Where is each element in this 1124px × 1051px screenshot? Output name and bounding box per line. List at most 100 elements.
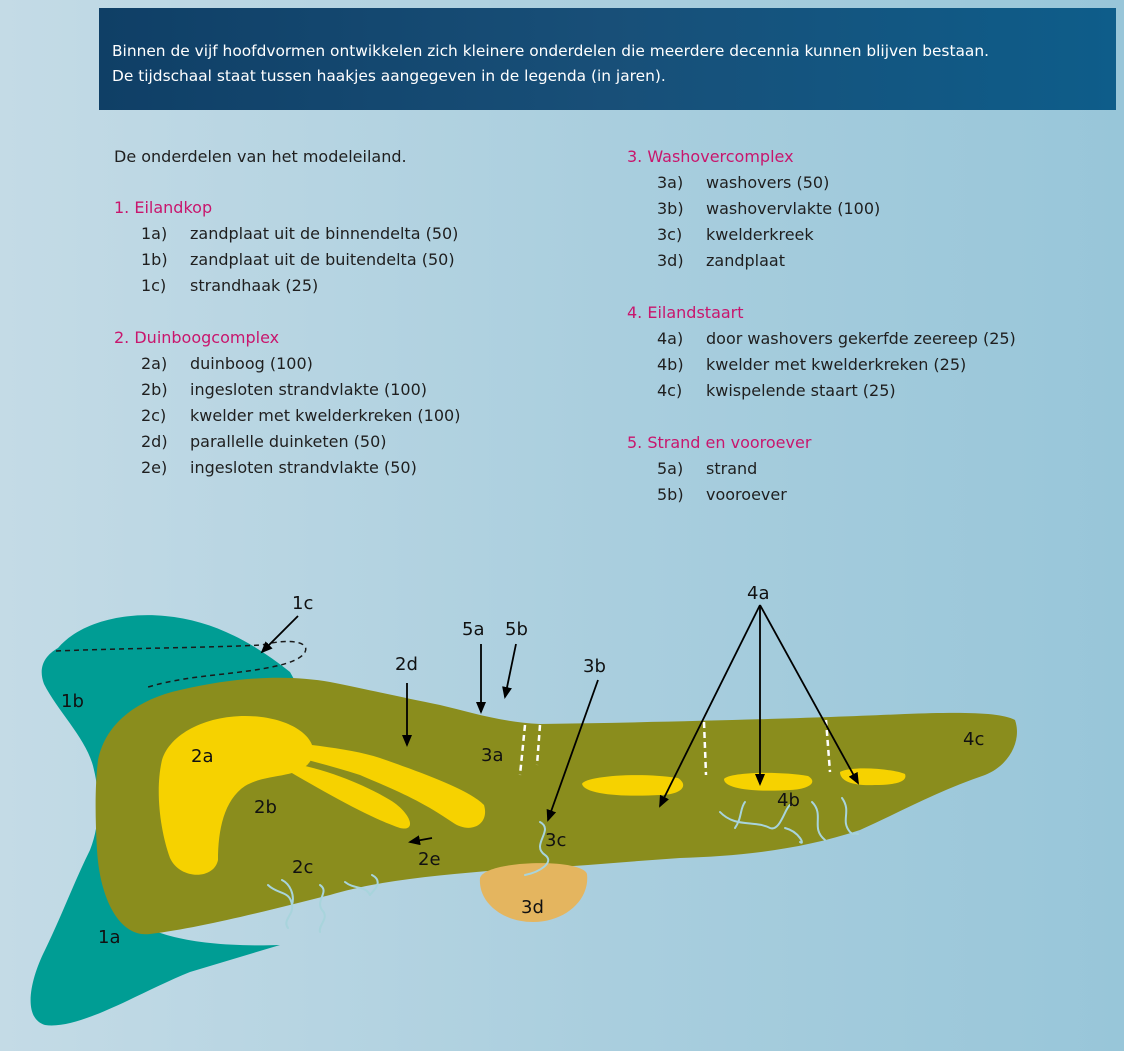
- intro-line-1: Binnen de vijf hoofdvormen ontwikkelen z…: [112, 42, 989, 60]
- legend-item-5b: 5b) vooroever: [627, 482, 1016, 508]
- creek-4b: [841, 797, 859, 835]
- island-body: [95, 677, 1017, 935]
- arrow-1c: [260, 615, 299, 654]
- legend-item-2b: 2b) ingesloten strandvlakte (100): [114, 377, 460, 403]
- legend-item-4b: 4b)kwelder met kwelderkreken (25): [627, 352, 1016, 378]
- legend-item-3b: 3b)washovervlakte (100): [627, 196, 1016, 222]
- legend-item-3c: 3c) kwelderkreek: [627, 222, 1016, 248]
- legend-item-4a: 4a) door washovers gekerfde zeereep (25): [627, 326, 1016, 352]
- legend-label: parallelle duinketen (50): [190, 432, 387, 451]
- arrow-4a-right: [759, 604, 859, 785]
- legend-group-eilandstaart: 4. Eilandstaart 4a) door washovers gekerf…: [627, 300, 1016, 404]
- legend-item-1a: 1a) zandplaat uit de binnendelta (50): [114, 221, 460, 247]
- sandbank-1a-1b: [30, 615, 301, 1026]
- legend-code: 3b): [657, 199, 684, 218]
- legend-group-washovercomplex: 3. Washovercomplex 3a)washovers (50) 3b)…: [627, 144, 1016, 274]
- label-2c: 2c: [292, 857, 313, 878]
- legend-item-1b: 1b)zandplaat uit de buitendelta (50): [114, 247, 460, 273]
- legend-item-3d: 3d) zandplaat: [627, 248, 1016, 274]
- legend-label: ingesloten strandvlakte (50): [190, 458, 417, 477]
- label-5b: 5b: [505, 619, 528, 640]
- legend-intro: De onderdelen van het modeleiland.: [114, 147, 407, 166]
- label-1c: 1c: [292, 593, 313, 614]
- creek-4b: [719, 804, 791, 830]
- legend-label: kwispelende staart (25): [706, 381, 896, 400]
- legend-group-title: 4. Eilandstaart: [627, 303, 744, 322]
- legend-item-2d: 2d) parallelle duinketen (50): [114, 429, 460, 455]
- label-2b: 2b: [254, 797, 277, 818]
- arrow-5b: [502, 643, 517, 699]
- legend-item-4c: 4c) kwispelende staart (25): [627, 378, 1016, 404]
- label-4c: 4c: [963, 729, 984, 750]
- legend-code: 3c): [657, 225, 683, 244]
- legend-group-title: 1. Eilandkop: [114, 198, 213, 217]
- arrows: [260, 604, 859, 846]
- legend-code: 3d): [657, 251, 684, 270]
- creek-4b: [811, 801, 826, 841]
- legend-item-1c: 1c)strandhaak (25): [114, 273, 460, 299]
- label-3c: 3c: [545, 830, 566, 851]
- dune-ridge-2d: [232, 735, 486, 828]
- label-3d: 3d: [521, 897, 544, 918]
- legend-group-title: 2. Duinboogcomplex: [114, 328, 280, 347]
- label-2a: 2a: [191, 746, 213, 767]
- legend-code: 4c): [657, 381, 683, 400]
- legend-code: 2d): [141, 432, 168, 451]
- legend-code: 2e): [141, 458, 168, 477]
- legend-code: 2b): [141, 380, 168, 399]
- creek-4b: [784, 827, 803, 844]
- legend-code: 3a): [657, 173, 684, 192]
- legend-item-5a: 5a) strand: [627, 456, 1016, 482]
- legend-label: zandplaat uit de buitendelta (50): [190, 250, 455, 269]
- arrow-3b: [546, 679, 599, 822]
- legend-label: vooroever: [706, 485, 787, 504]
- legend-label: door washovers gekerfde zeereep (25): [706, 329, 1016, 348]
- washover-dash-line: [824, 719, 832, 773]
- dune-ridge-2d-lower: [270, 760, 411, 829]
- legend-group-duinboogcomplex: 2. Duinboogcomplex 2a) duinboog (100) 2b)…: [114, 325, 460, 481]
- label-3a: 3a: [481, 745, 503, 766]
- legend-label: washovers (50): [706, 173, 830, 192]
- legend-column-left: De onderdelen van het modeleiland. 1. Ei…: [114, 144, 460, 507]
- legend-code: 5a): [657, 459, 684, 478]
- dune-patch-4a-1: [582, 775, 684, 796]
- legend-code: 1a): [141, 224, 168, 243]
- legend-label: kwelderkreek: [706, 225, 814, 244]
- washover-dash-line: [535, 724, 542, 766]
- washover-dashes: [518, 719, 832, 776]
- label-4b: 4b: [777, 790, 800, 811]
- label-1a: 1a: [98, 927, 120, 948]
- label-2d: 2d: [395, 654, 418, 675]
- dune-patch-4a-2: [724, 772, 813, 791]
- label-5a: 5a: [462, 619, 484, 640]
- legend-code: 2c): [141, 406, 167, 425]
- legend-label: ingesloten strandvlakte (100): [190, 380, 427, 399]
- legend-label: kwelder met kwelderkreken (25): [706, 355, 967, 374]
- dune-arc-2a: [158, 716, 314, 875]
- legend-item-2c: 2c)kwelder met kwelderkreken (100): [114, 403, 460, 429]
- legend-label: zandplaat uit de binnendelta (50): [190, 224, 459, 243]
- legend-label: duinboog (100): [190, 354, 313, 373]
- creeks: [267, 797, 859, 933]
- label-2e: 2e: [418, 849, 441, 870]
- legend-label: strand: [706, 459, 758, 478]
- sandbank-3d: [479, 863, 588, 922]
- creek-2c: [344, 881, 371, 896]
- legend-item-2e: 2e) ingesloten strandvlakte (50): [114, 455, 460, 481]
- legend-code: 5b): [657, 485, 684, 504]
- legend-group-eilandkop: 1. Eilandkop 1a) zandplaat uit de binnend…: [114, 195, 460, 299]
- creek-2c: [281, 879, 294, 906]
- creek-2c: [369, 874, 379, 896]
- creek-4b: [734, 801, 746, 829]
- legend-label: zandplaat: [706, 251, 785, 270]
- legend-column-right: 3. Washovercomplex 3a)washovers (50) 3b)…: [627, 144, 1016, 534]
- legend-code: 2a): [141, 354, 168, 373]
- creek-2c: [318, 884, 326, 933]
- legend-code: 1c): [141, 276, 167, 295]
- arrow-4a-left: [659, 604, 761, 808]
- creek-3c: [524, 821, 550, 876]
- legend-code: 4a): [657, 329, 684, 348]
- intro-line-2: De tijdschaal staat tussen haakjes aange…: [112, 67, 666, 85]
- washover-dash-line: [702, 721, 708, 776]
